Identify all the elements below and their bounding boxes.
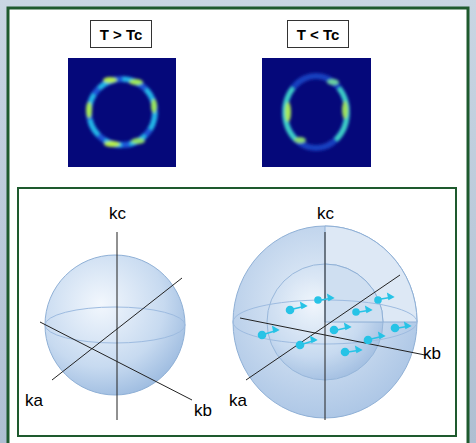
temperature-label-box: T < Tc (287, 20, 349, 48)
axis-label: ka (25, 392, 43, 409)
temperature-label: T > Tc (100, 26, 143, 43)
axis-label: kc (317, 205, 334, 222)
temperature-label-box: T > Tc (90, 20, 152, 48)
axis-label: kb (194, 402, 212, 419)
axis-label: ka (229, 392, 247, 409)
temperature-label: T < Tc (297, 26, 340, 43)
axis-label: kb (423, 345, 441, 362)
axis-label: kc (109, 205, 126, 222)
